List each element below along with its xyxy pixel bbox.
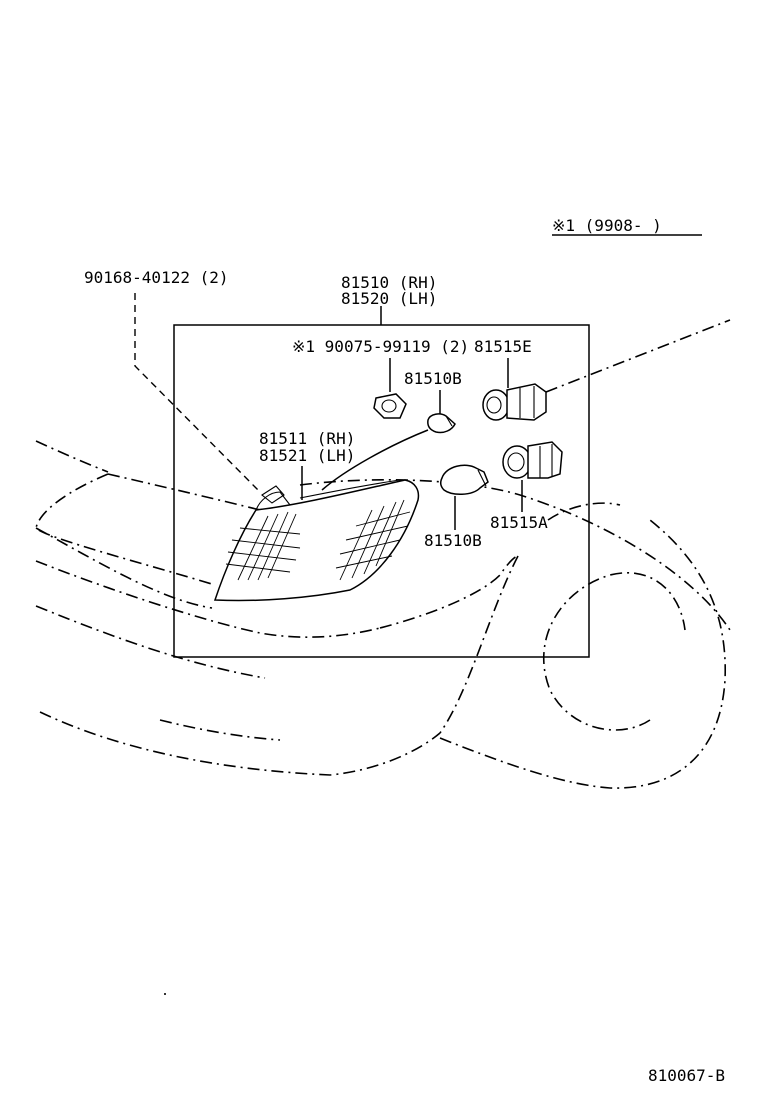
lens-lh-label: 81521 (LH): [259, 446, 355, 465]
socket-a-part: [502, 441, 563, 479]
bulb-upper-connector: [321, 429, 429, 491]
assembly-rh-label: 81510 (RH): [341, 273, 437, 292]
note-range-label: ※1 (9908- ): [552, 216, 662, 235]
wiring-line: [545, 319, 731, 393]
lens-rh-label: 81511 (RH): [259, 429, 355, 448]
lens-part: [213, 479, 420, 602]
screw-label: 90168-40122 (2): [84, 268, 229, 287]
assembly-lh-label: 81520 (LH): [341, 289, 437, 308]
socket-a-label: 81515A: [490, 513, 548, 532]
screw-leader: [134, 293, 259, 491]
bulb-upper-part: [427, 413, 456, 434]
figure-id: 810067-B: [648, 1066, 725, 1085]
gasket-part: [373, 393, 407, 419]
socket-e-part: [482, 383, 547, 421]
socket-e-label: 81515E: [474, 337, 532, 356]
vehicle-body-outline: [35, 440, 731, 995]
bulb-lower-part: [439, 464, 489, 495]
gasket-label: ※1 90075-99119 (2): [292, 337, 469, 356]
bulb-upper-label: 81510B: [404, 369, 462, 388]
bulb-lower-label: 81510B: [424, 531, 482, 550]
